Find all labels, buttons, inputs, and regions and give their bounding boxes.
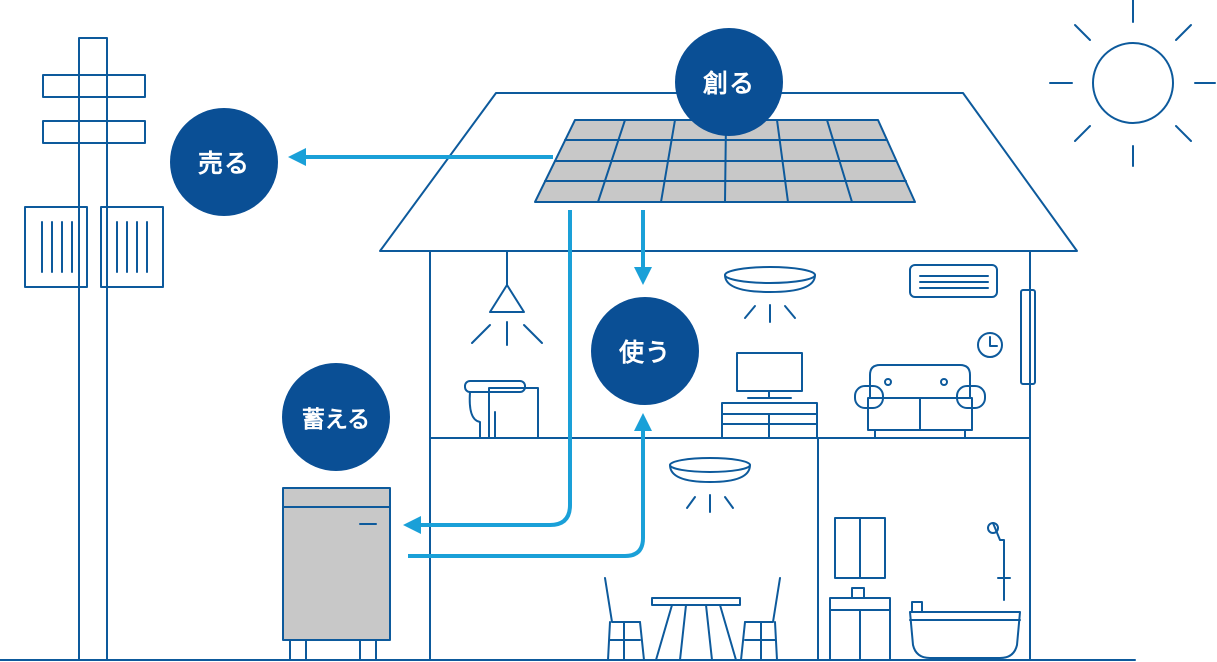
chair-icon <box>740 577 781 661</box>
store-badge: 蓄える <box>282 363 390 471</box>
sell-badge: 売る <box>170 108 278 216</box>
ceiling-light-icon <box>724 266 816 323</box>
clock-icon <box>977 332 1003 358</box>
battery-to-home-flow-arrow <box>408 430 645 558</box>
create-badge: 創る <box>675 28 783 136</box>
air-conditioner-icon <box>909 264 998 298</box>
sun-icon <box>1049 0 1216 167</box>
chair-icon <box>604 577 645 661</box>
battery-to-home-arrowhead <box>634 413 652 431</box>
ceiling-light-icon <box>669 457 751 513</box>
pendant-lamp-icon <box>471 251 543 346</box>
sofa-icon <box>854 364 986 439</box>
tv-icon <box>721 352 818 439</box>
toilet-icon <box>464 380 539 439</box>
use-arrowhead <box>634 267 652 285</box>
bathtub-icon <box>909 601 1021 659</box>
shower-icon <box>987 522 1011 601</box>
dining-table-icon <box>651 597 741 661</box>
store-flow-arrow <box>420 210 572 527</box>
utility-pole-icon <box>24 37 164 661</box>
sell-arrowhead <box>288 148 306 166</box>
storage-battery-icon <box>282 487 391 661</box>
intercom-icon <box>1020 289 1036 385</box>
store-arrowhead <box>403 516 421 534</box>
use-badge: 使う <box>591 297 699 405</box>
vanity-icon <box>829 517 891 661</box>
